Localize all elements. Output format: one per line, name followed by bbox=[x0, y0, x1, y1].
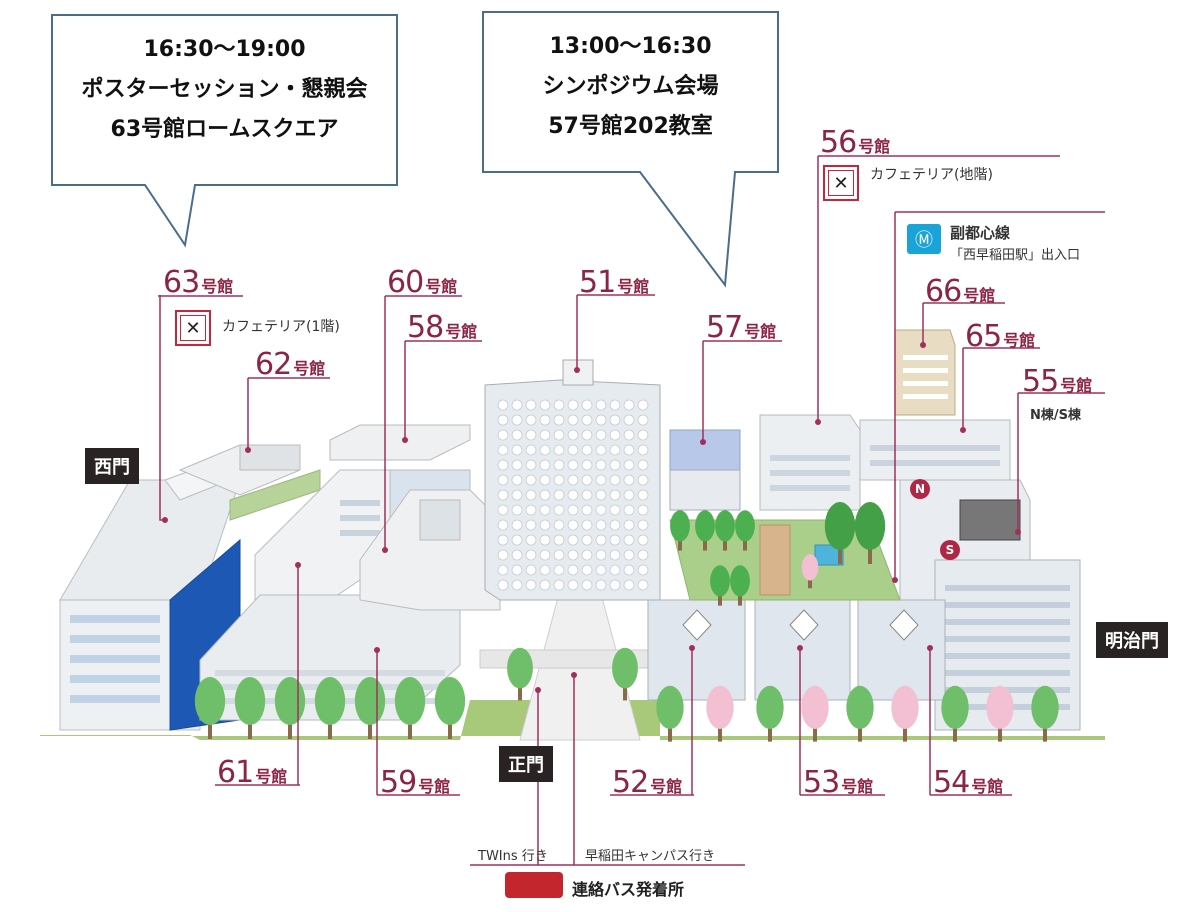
metro-line: 副都心線 bbox=[950, 224, 1011, 242]
leader-lines bbox=[158, 155, 1105, 866]
metro-icon: Ⓜ bbox=[907, 224, 941, 254]
cafeteria-56-note: カフェテリア(地階) bbox=[870, 167, 993, 183]
building-52 bbox=[647, 599, 746, 701]
cafeteria-63-note: カフェテリア(1階) bbox=[222, 319, 340, 335]
bus-waseda-destination: 早稲田キャンパス行き bbox=[585, 849, 716, 864]
building-65 bbox=[859, 419, 1011, 481]
gate-west[interactable]: 西門 bbox=[85, 448, 139, 484]
building-66 bbox=[894, 329, 956, 416]
building-62 bbox=[178, 444, 321, 521]
callout-left-time: 16:30〜19:00 bbox=[143, 37, 306, 62]
metro-exit: 「西早稲田駅」出入口 bbox=[950, 248, 1081, 263]
callout-left-place: 63号館ロームスクエア bbox=[110, 117, 339, 142]
bus-icon bbox=[505, 872, 563, 898]
callout-left-event: ポスターセッション・懇親会 bbox=[81, 77, 368, 102]
callout-left: 16:30〜19:00 ポスターセッション・懇親会 63号館ロームスクエア bbox=[52, 30, 397, 150]
callout-right-place: 57号館202教室 bbox=[548, 114, 713, 139]
callout-right: 13:00〜16:30 シンポジウム会場 57号館202教室 bbox=[483, 27, 778, 147]
building-51 bbox=[484, 359, 661, 601]
building-63 bbox=[59, 459, 241, 731]
gate-main[interactable]: 正門 bbox=[499, 746, 553, 782]
building-53 bbox=[754, 599, 851, 701]
badge-north: N bbox=[910, 479, 930, 499]
building-57 bbox=[669, 429, 741, 511]
building-55-wings: N棟/S棟 bbox=[1030, 408, 1081, 423]
cafeteria-icon: ✕ bbox=[823, 165, 859, 201]
gate-meiji[interactable]: 明治門 bbox=[1096, 622, 1168, 658]
callout-right-bubble bbox=[482, 11, 779, 288]
callout-right-time: 13:00〜16:30 bbox=[549, 34, 712, 59]
callout-right-event: シンポジウム会場 bbox=[542, 74, 719, 99]
badge-south: S bbox=[940, 540, 960, 560]
bus-twins-destination: TWIns 行き bbox=[478, 849, 548, 864]
bus-stop-label[interactable]: 連絡バス発着所 bbox=[572, 880, 685, 899]
cafeteria-icon: ✕ bbox=[175, 310, 211, 346]
leader-dots bbox=[162, 342, 1021, 693]
trees bbox=[194, 502, 1059, 742]
building-56 bbox=[759, 414, 861, 511]
callout-left-bubble bbox=[51, 14, 398, 248]
